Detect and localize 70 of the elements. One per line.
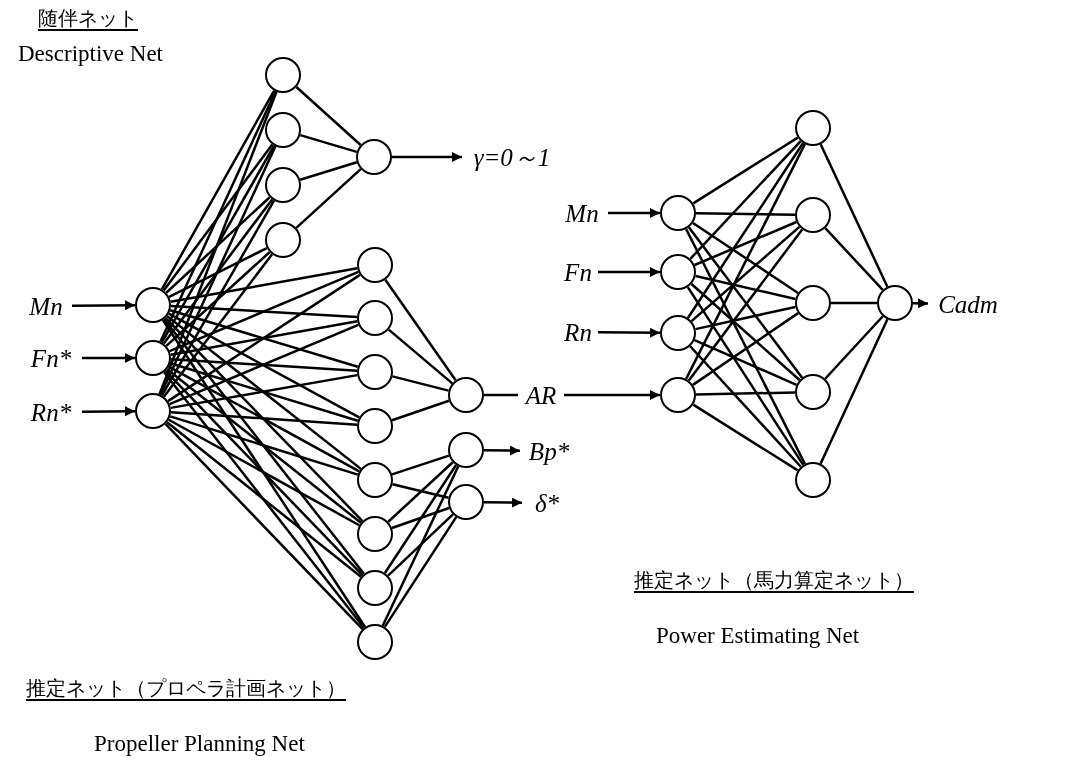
connection-line [165, 251, 271, 347]
arrow [82, 353, 135, 363]
connection-line [295, 86, 362, 146]
net-subtitle: Descriptive Net [18, 40, 163, 68]
connection-line [166, 315, 362, 470]
arrow [82, 406, 135, 417]
connection-line [170, 319, 358, 357]
connection-line [164, 317, 364, 522]
connection-line [387, 328, 454, 385]
arrow [564, 390, 660, 400]
variable-label: Fn [564, 259, 592, 285]
connection-line [164, 423, 364, 630]
connection-line [166, 368, 362, 524]
net-title: 推定ネット（プロペラ計画ネット） [26, 676, 346, 701]
connection-line [695, 305, 796, 331]
connection-line [692, 403, 799, 472]
variable-label: Rn [564, 319, 592, 345]
connection-line [695, 274, 796, 301]
variable-label: Mn [29, 293, 63, 319]
connection-line [692, 312, 799, 386]
connection-line [824, 315, 884, 380]
variable-label: Cadm [938, 291, 998, 317]
connection-line [690, 283, 801, 381]
variable-label: Mn [565, 200, 599, 226]
net-subtitle: Power Estimating Net [656, 622, 860, 650]
connection-line [392, 375, 449, 392]
connection-line [162, 253, 274, 398]
connection-line [170, 373, 358, 410]
net-title: 随伴ネット [38, 6, 138, 31]
connection-line [690, 225, 801, 323]
net-title: 推定ネット（馬力算定ネット） [634, 568, 914, 593]
connection-line [689, 140, 802, 260]
variable-label: Rn* [30, 399, 72, 425]
arrow [913, 298, 928, 309]
variable-label: AR [525, 382, 557, 408]
connection-line [170, 357, 358, 373]
arrow [484, 497, 522, 508]
arrow [598, 327, 660, 338]
connection-line [692, 221, 799, 295]
arrow [598, 267, 660, 277]
connection-line [387, 513, 454, 577]
connection-line [163, 371, 365, 629]
connection-line [165, 196, 271, 294]
arrow [484, 445, 520, 456]
variable-label: Fn* [30, 345, 72, 371]
arrow [608, 208, 660, 218]
connection-line [824, 227, 884, 291]
variable-label: Bp* [528, 438, 570, 464]
connection-line [831, 301, 877, 305]
arrow [72, 300, 135, 311]
connection-line [689, 345, 802, 468]
net-subtitle: Propeller Planning Net [94, 730, 305, 758]
connection-line [484, 393, 518, 397]
variable-label: γ=0～1 [473, 144, 551, 170]
connection-line [695, 391, 796, 396]
variable-label: δ* [534, 490, 560, 516]
connection-line [170, 410, 358, 427]
connection-line [166, 421, 362, 578]
arrow [392, 152, 462, 162]
connection-line [164, 370, 364, 576]
connection-line [696, 212, 795, 216]
connection-line [163, 318, 365, 575]
connection-line [392, 483, 449, 499]
connection-line [692, 136, 799, 205]
connection-line [295, 168, 362, 229]
connection-line [387, 461, 454, 523]
connection-line [170, 304, 358, 319]
connection-line [167, 273, 361, 403]
connection-line [158, 91, 278, 395]
connection-line [170, 266, 358, 304]
